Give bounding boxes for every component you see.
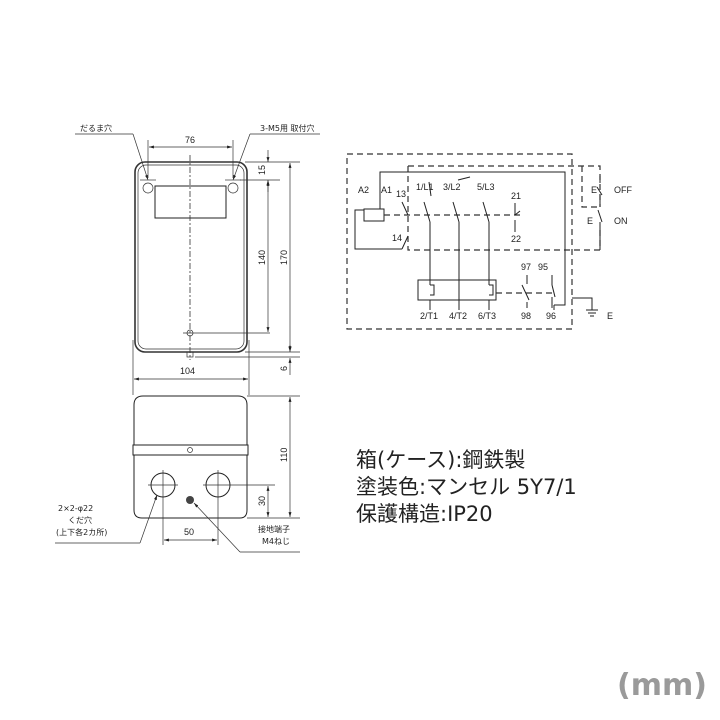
label-t1: 2/T1	[420, 311, 438, 321]
mount-hole-label: 3-M5用 取付穴	[260, 123, 315, 133]
spec-case-material: 箱(ケース):鋼鉄製	[356, 448, 526, 472]
dim-30: 30	[257, 496, 267, 506]
knockout-label-3: (上下各2カ所)	[56, 527, 107, 537]
main-contact-l1	[423, 181, 432, 285]
bottom-view: 110 30 50 2×2-φ22 くだ穴 (上下各2カ所) 接地端子 M4ねじ	[55, 395, 300, 553]
label-98: 98	[521, 311, 531, 321]
dim-104: 104	[180, 366, 195, 376]
label-t3: 6/T3	[478, 311, 496, 321]
enclosure-boundary	[346, 153, 573, 330]
label-22: 22	[511, 234, 521, 244]
spec-protection: 保護構造:IP20	[356, 502, 493, 526]
label-13: 13	[396, 189, 406, 199]
label-14: 14	[392, 233, 402, 243]
label-earth: E	[607, 311, 613, 321]
label-on: ON	[614, 216, 628, 226]
label-96: 96	[546, 311, 556, 321]
case-front-outline	[134, 161, 248, 353]
label-95: 95	[538, 262, 548, 272]
label-21: 21	[511, 191, 521, 201]
front-view: だるま穴 3-M5用 取付穴 76 15 140 170 6 104	[75, 123, 320, 395]
main-contact-l2	[452, 176, 471, 310]
dim-170: 170	[279, 250, 289, 265]
spec-paint-color: 塗装色:マンセル 5Y7/1	[356, 475, 577, 499]
ground-label-1: 接地端子	[258, 524, 290, 534]
daruma-hole-right	[225, 179, 241, 194]
daruma-hole-label: だるま穴	[80, 123, 112, 133]
dim-140: 140	[257, 250, 267, 265]
dim-76: 76	[185, 135, 195, 145]
thermal-overload	[417, 279, 497, 301]
case-band	[132, 444, 249, 456]
label-l3: 5/L3	[477, 182, 495, 192]
coil	[363, 208, 385, 222]
label-e-on: E	[587, 216, 593, 226]
knockout-label-2: くだ穴	[68, 515, 92, 525]
on-button-symbol	[597, 209, 603, 250]
unit-label: (mm)	[617, 668, 707, 703]
label-a2: A2	[358, 185, 369, 195]
label-l2: 3/L2	[443, 182, 461, 192]
off-button-symbol	[596, 176, 603, 207]
dim-6: 6	[279, 366, 289, 371]
label-off: OFF	[614, 185, 632, 195]
label-t2: 4/T2	[449, 311, 467, 321]
dim-15: 15	[257, 165, 267, 175]
ground-terminal	[186, 496, 194, 504]
label-97: 97	[521, 262, 531, 272]
dim-50: 50	[184, 527, 194, 537]
daruma-hole-left	[140, 179, 156, 194]
label-e-off: E	[591, 185, 597, 195]
label-l1: 1/L1	[416, 182, 434, 192]
circuit-diagram: A2 A1 13 14 1/L1 3/L2 5/L3 21 22 2/T1 4/…	[346, 153, 632, 330]
ground-label-2: M4ねじ	[262, 537, 290, 546]
specifications: 箱(ケース):鋼鉄製 塗装色:マンセル 5Y7/1 保護構造:IP20	[356, 447, 577, 528]
label-a1: A1	[381, 185, 392, 195]
knockout-label-1: 2×2-φ22	[58, 504, 93, 513]
bottom-tab	[186, 351, 194, 358]
main-contact-l3	[482, 201, 490, 285]
dim-110: 110	[279, 448, 289, 462]
nameplate-window	[154, 185, 227, 219]
